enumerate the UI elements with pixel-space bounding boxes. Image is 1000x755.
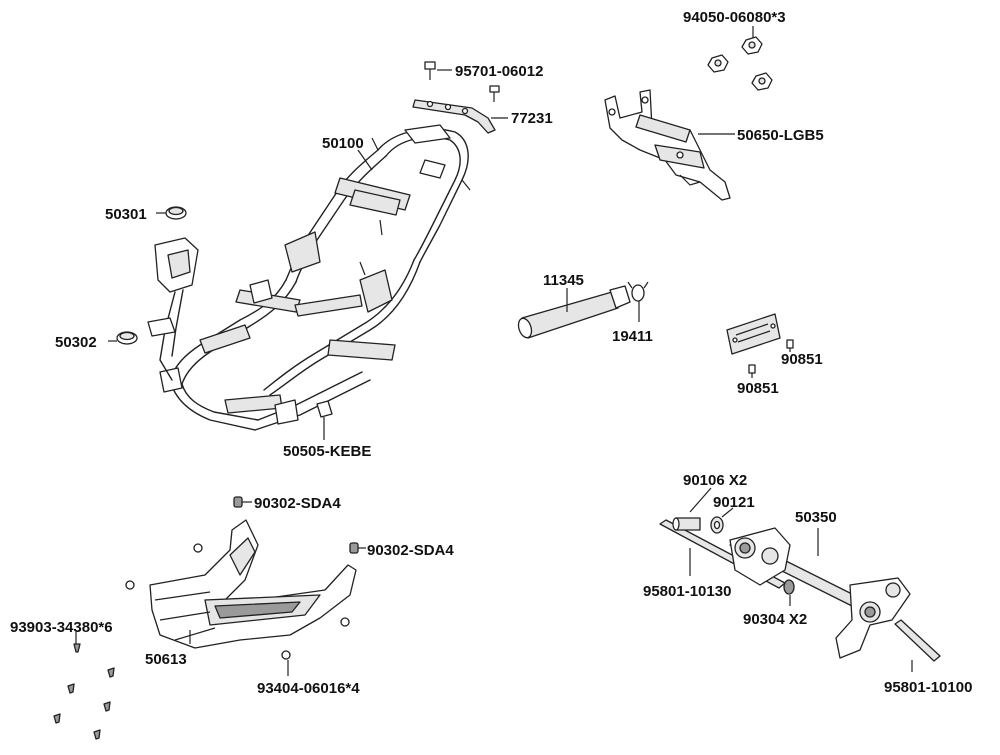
label-11345: 11345 xyxy=(543,272,584,289)
part-labels: 94050-06080*3 95701-06012 77231 50650-LG… xyxy=(10,9,972,697)
bracket-50650 xyxy=(604,89,731,201)
bushing-90106 xyxy=(672,517,701,531)
bolts-93404 xyxy=(125,543,350,660)
id-plate xyxy=(726,313,781,355)
nut-90304 xyxy=(783,579,795,595)
clamp-19411 xyxy=(627,281,649,302)
clip-90302-b xyxy=(349,542,359,554)
label-90121: 90121 xyxy=(713,494,755,511)
bolt-95701 xyxy=(424,61,500,102)
label-77231: 77231 xyxy=(511,110,553,127)
label-50650: 50650-LGB5 xyxy=(737,127,824,144)
label-90851-b: 90851 xyxy=(737,380,779,397)
label-50350: 50350 xyxy=(795,509,837,526)
floor-cover-50613 xyxy=(149,519,357,649)
label-90302-a: 90302-SDA4 xyxy=(254,495,341,512)
label-19411: 19411 xyxy=(612,328,653,345)
steering-head-bracket xyxy=(147,237,199,381)
label-50100: 50100 xyxy=(322,135,364,152)
leader-lines xyxy=(75,26,913,676)
label-50302: 50302 xyxy=(55,334,97,351)
label-90106: 90106 X2 xyxy=(683,472,747,489)
pipe-11345 xyxy=(517,285,631,339)
label-90302-b: 90302-SDA4 xyxy=(367,542,454,559)
clip-90302-a xyxy=(233,496,243,508)
label-90851-a: 90851 xyxy=(781,351,823,368)
screws-93903 xyxy=(53,643,115,740)
bracket-77231 xyxy=(412,99,496,134)
label-95801-10130: 95801-10130 xyxy=(643,583,731,600)
engine-hanger-50350 xyxy=(659,519,941,662)
label-93903: 93903-34380*6 xyxy=(10,619,113,636)
label-93404: 93404-06016*4 xyxy=(257,680,360,697)
nut-50505 xyxy=(316,400,333,418)
label-50505: 50505-KEBE xyxy=(283,443,371,460)
label-95801-10100: 95801-10100 xyxy=(884,679,972,696)
washer-90121 xyxy=(710,516,724,534)
grommet-50301 xyxy=(165,206,187,220)
grommet-50302 xyxy=(116,331,138,345)
label-90304: 90304 X2 xyxy=(743,611,807,628)
label-95701: 95701-06012 xyxy=(455,63,543,80)
label-94050: 94050-06080*3 xyxy=(683,9,786,26)
frame-part xyxy=(159,124,471,431)
label-50613: 50613 xyxy=(145,651,187,668)
nuts-94050 xyxy=(707,36,773,91)
label-50301: 50301 xyxy=(105,206,147,223)
